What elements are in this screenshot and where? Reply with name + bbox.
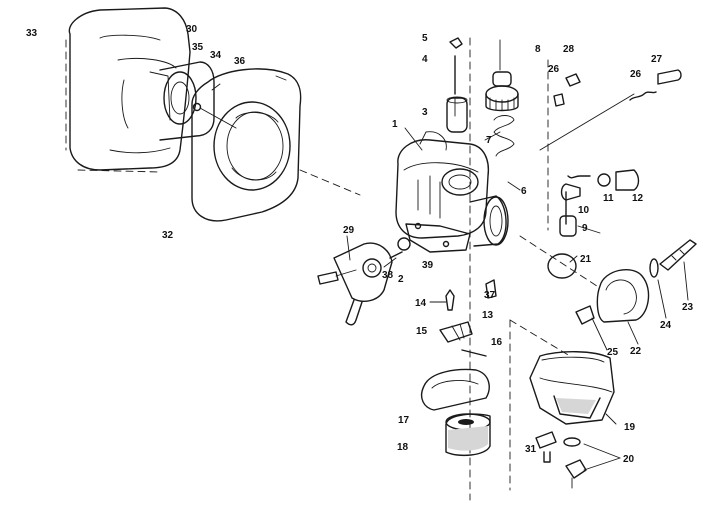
float-and-gasket bbox=[420, 368, 491, 457]
callout-24: 24 bbox=[660, 320, 672, 331]
callout-19: 19 bbox=[624, 422, 636, 433]
silencer-intake-adapter bbox=[191, 68, 361, 222]
callout-9: 9 bbox=[582, 223, 588, 234]
callout-12: 12 bbox=[632, 193, 644, 204]
callout-26b: 26 bbox=[630, 69, 642, 80]
throttle-slide-assembly bbox=[446, 37, 519, 157]
callout-25: 25 bbox=[607, 347, 619, 358]
callout-37: 37 bbox=[484, 290, 496, 301]
callout-35: 35 bbox=[192, 42, 204, 53]
idle-screw-assembly bbox=[539, 69, 682, 151]
callout-2: 2 bbox=[398, 274, 404, 285]
callout-26a: 26 bbox=[548, 64, 560, 75]
callout-1: 1 bbox=[392, 119, 398, 130]
callout-17: 17 bbox=[398, 415, 410, 426]
callout-15: 15 bbox=[416, 326, 428, 337]
callout-30: 30 bbox=[186, 24, 198, 35]
callout-labels: 1 2 3 4 5 6 7 8 9 10 11 12 13 14 15 16 1… bbox=[26, 24, 694, 465]
callout-34: 34 bbox=[210, 50, 222, 61]
callout-3: 3 bbox=[422, 107, 428, 118]
callout-29: 29 bbox=[343, 225, 355, 236]
callout-31: 31 bbox=[525, 444, 537, 455]
callout-20: 20 bbox=[623, 454, 635, 465]
callout-16: 16 bbox=[491, 337, 503, 348]
callout-33: 33 bbox=[26, 28, 38, 39]
float-bowl bbox=[509, 319, 615, 491]
callout-28: 28 bbox=[563, 44, 575, 55]
callout-22: 22 bbox=[630, 346, 642, 357]
mounting-clamp bbox=[519, 235, 697, 325]
air-silencer-housing bbox=[65, 7, 237, 173]
leader-lines bbox=[346, 97, 689, 471]
callout-36: 36 bbox=[234, 56, 246, 67]
callout-5: 5 bbox=[422, 33, 428, 44]
choke-lever-assembly bbox=[317, 237, 411, 326]
callout-4: 4 bbox=[422, 54, 428, 65]
callout-8: 8 bbox=[535, 44, 541, 55]
callout-38: 38 bbox=[382, 270, 394, 281]
callout-6: 6 bbox=[521, 186, 527, 197]
callout-21: 21 bbox=[580, 254, 592, 265]
callout-7: 7 bbox=[486, 135, 492, 146]
callout-11: 11 bbox=[603, 193, 614, 204]
callout-39: 39 bbox=[422, 260, 434, 271]
cable-adjuster-assembly bbox=[547, 59, 640, 237]
callout-13: 13 bbox=[482, 310, 494, 321]
float-arm-assembly bbox=[429, 279, 497, 357]
callout-14: 14 bbox=[415, 298, 427, 309]
callout-10: 10 bbox=[578, 205, 590, 216]
callout-23: 23 bbox=[682, 302, 694, 313]
callout-27: 27 bbox=[651, 54, 663, 65]
callout-18: 18 bbox=[397, 442, 409, 453]
callout-32: 32 bbox=[162, 230, 174, 241]
drain-fittings bbox=[535, 431, 587, 489]
